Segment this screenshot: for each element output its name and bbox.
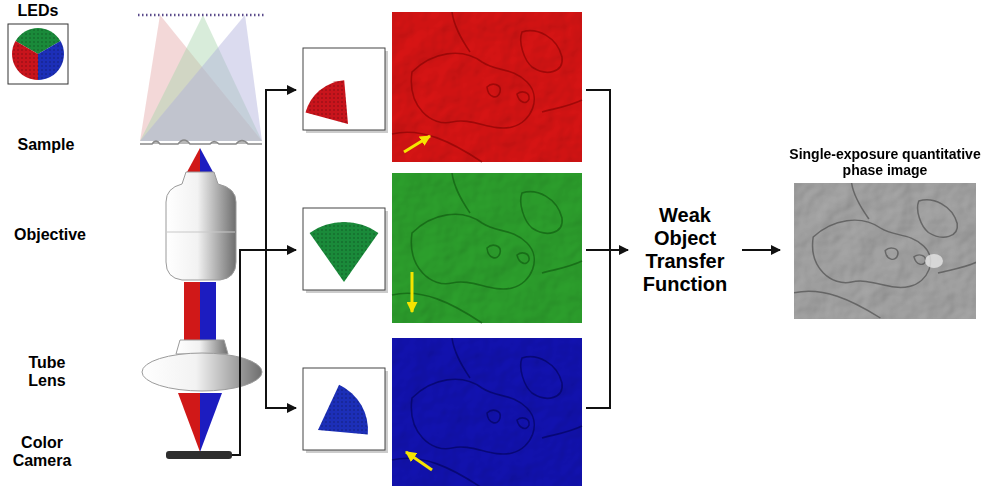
bracket-line: [586, 249, 610, 251]
objective-band: [167, 232, 235, 233]
part-label: Objective: [4, 226, 96, 244]
led-panel: [8, 24, 68, 84]
camera-sensor: [166, 451, 232, 459]
blue-channel-image: [392, 338, 582, 486]
image-texture: [392, 12, 582, 162]
image-texture: [794, 183, 976, 319]
split-arrow: [265, 89, 296, 91]
pupil-dots: [318, 385, 368, 435]
merge-bracket: [586, 90, 628, 408]
bright-cell: [925, 254, 943, 268]
pupil-dots: [310, 222, 379, 282]
transfer-function-block: Weak Object Transfer Function: [632, 204, 738, 296]
tube-lens-label: Tube Lens: [14, 354, 80, 391]
cell-outlines: [392, 338, 582, 486]
green-cone: [140, 15, 262, 141]
blue-beam: [200, 148, 213, 172]
part-label: Color Camera: [6, 434, 78, 471]
sample-slide: [140, 140, 262, 144]
cell-outlines: [392, 173, 582, 323]
objective-lens: [166, 172, 236, 280]
image-ground: [794, 183, 976, 319]
split-arrows: [232, 90, 296, 455]
blue-beam: [200, 282, 216, 340]
led-dots: [12, 28, 64, 80]
merge-arrow: [609, 249, 628, 251]
image-heading: Single-exposure quantitative phase image: [784, 146, 986, 178]
pupil-box: [303, 368, 385, 450]
pupil-boxes: [303, 48, 388, 453]
red-beam: [178, 393, 200, 452]
split-arrow: [265, 407, 296, 409]
blue-pupil: [318, 385, 368, 435]
split-arrow: [232, 250, 296, 455]
led-label: LEDs: [8, 2, 68, 20]
shear-arrow: [411, 272, 414, 312]
blue-beam: [200, 393, 222, 452]
part-label: Weak Object Transfer Function: [632, 204, 738, 296]
tube-lens: [142, 353, 262, 391]
red-beam: [184, 282, 200, 340]
objective-label: Objective: [4, 226, 96, 244]
green-channel-image: [392, 173, 582, 323]
shear-arrow: [406, 452, 432, 470]
bracket-line: [586, 90, 610, 408]
shear-arrow: [404, 136, 430, 152]
flow-arrow: [742, 249, 780, 251]
phase-image: [794, 183, 976, 319]
pupil-box: [303, 208, 385, 290]
sample-label: Sample: [4, 136, 88, 154]
image-ground: [392, 173, 582, 323]
phase-image-panel: Single-exposure quantitative phase image: [784, 146, 986, 319]
part-label: Sample: [4, 136, 88, 154]
image-texture: [392, 173, 582, 323]
red-cone: [140, 15, 262, 141]
green-pupil: [310, 222, 379, 282]
camera-label: Color Camera: [6, 434, 78, 471]
led-array: [138, 14, 266, 17]
led-frame: [8, 24, 68, 84]
red-pupil: [306, 80, 349, 124]
red-beam: [187, 148, 200, 172]
image-ground: [392, 12, 582, 162]
tube-lens-mount: [176, 340, 228, 354]
cell-outlines: [794, 183, 976, 318]
split-line: [265, 90, 267, 408]
pupil-dots: [306, 80, 349, 124]
blue-cone: [140, 15, 262, 141]
pupil-box: [303, 48, 385, 130]
part-label: Tube Lens: [14, 354, 80, 391]
illumination-cones: [138, 15, 266, 141]
cell-outlines: [392, 12, 582, 162]
part-label: LEDs: [8, 2, 68, 20]
red-channel-image: [392, 12, 582, 162]
